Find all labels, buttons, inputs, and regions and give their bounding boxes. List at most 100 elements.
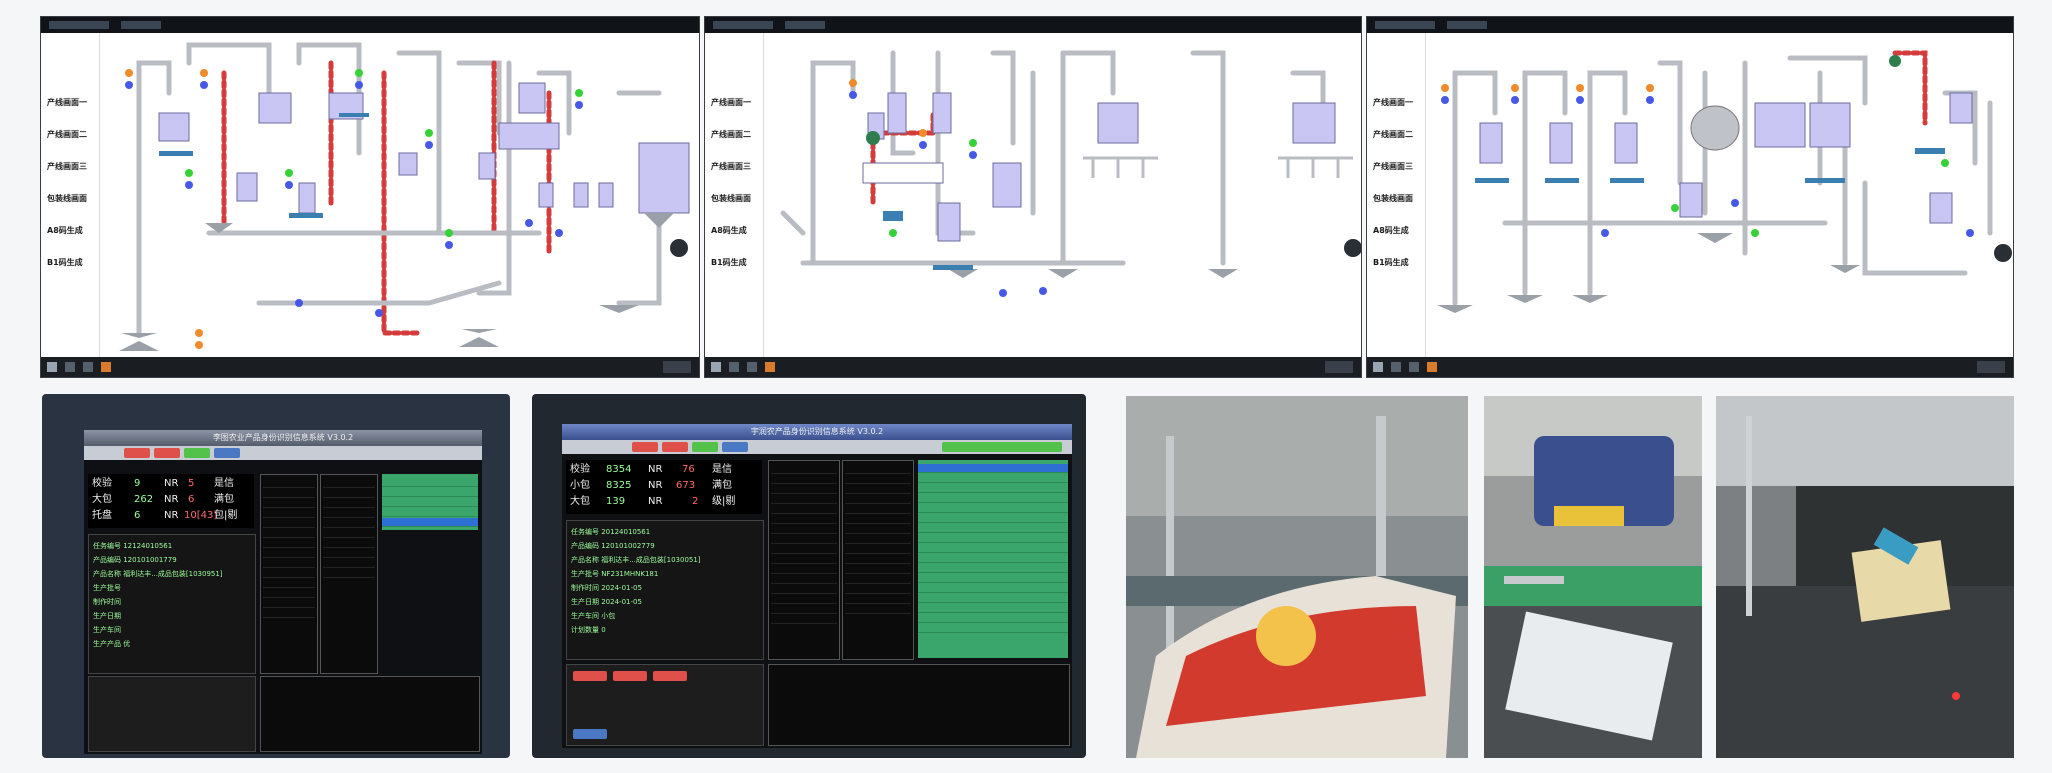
sidebar-item-packing[interactable]: 包装线画面 — [47, 194, 87, 203]
sidebar-item-a8[interactable]: A8码生成 — [47, 226, 83, 235]
green-code-list[interactable] — [382, 474, 478, 530]
log-panel — [768, 664, 1070, 746]
stat-label: 小包 — [570, 480, 590, 491]
tab-1[interactable] — [124, 448, 150, 458]
stat-value: 262 — [134, 494, 154, 505]
scada-sidebar: 产线画面一 产线画面二 产线画面三 包装线画面 A8码生成 B1码生成 — [41, 33, 100, 357]
app-icon[interactable] — [1427, 362, 1437, 372]
info-line: 产品名称 福利达丰...成品包装[1030951] — [93, 570, 223, 578]
stat-right-value: 5 — [188, 478, 195, 489]
tab-1[interactable] — [632, 442, 658, 452]
app-icon[interactable] — [1409, 362, 1419, 372]
green-code-list[interactable] — [918, 460, 1068, 658]
sidebar-item-line1[interactable]: 产线画面一 — [711, 98, 751, 107]
windows-taskbar — [1367, 357, 2013, 377]
stat-value: 9 — [134, 478, 141, 489]
search-icon[interactable] — [65, 362, 75, 372]
stat-unit: NR — [648, 480, 663, 491]
stat-right-label: 包|剔 — [214, 510, 238, 521]
search-icon[interactable] — [729, 362, 739, 372]
scada-sidebar: 产线画面一 产线画面二 产线画面三 包装线画面 A8码生成 B1码生成 — [705, 33, 764, 357]
hmi-title: 李图农业产品身份识别信息系统 V3.0.2 — [84, 430, 482, 446]
conveyor-bag-illustration — [1126, 396, 1468, 758]
stat-right-label: 满包 — [712, 480, 732, 491]
stat-right-label: 是信 — [712, 464, 732, 475]
action-button[interactable] — [653, 671, 687, 681]
code-list[interactable] — [320, 474, 378, 674]
sidebar-item-line2[interactable]: 产线画面二 — [1373, 130, 1413, 139]
app-icon[interactable] — [83, 362, 93, 372]
photo-conveyor-bag — [1126, 396, 1468, 758]
sidebar-item-line1[interactable]: 产线画面一 — [47, 98, 87, 107]
photo-sensor-belt — [1716, 396, 2014, 758]
tab-4[interactable] — [214, 448, 240, 458]
hmi-screen: 宇润农产品身份识别信息系统 V3.0.2 校验 8354 NR 76 是信 小包… — [562, 424, 1072, 748]
info-line: 计划数量 0 — [571, 626, 606, 634]
sidebar-item-a8[interactable]: A8码生成 — [1373, 226, 1409, 235]
tab-3[interactable] — [184, 448, 210, 458]
taskbar-clock — [1325, 361, 1353, 373]
windows-taskbar — [41, 357, 699, 377]
stat-label: 托盘 — [92, 510, 112, 521]
tab-5[interactable] — [942, 442, 1062, 452]
scada-screen-2: 产线画面一 产线画面二 产线画面三 包装线画面 A8码生成 B1码生成 — [704, 16, 1362, 378]
sidebar-item-line3[interactable]: 产线画面三 — [1373, 162, 1413, 171]
start-icon[interactable] — [47, 362, 57, 372]
info-line: 制作时间 — [93, 598, 121, 606]
stat-value: 8354 — [606, 464, 632, 475]
stat-label: 大包 — [570, 496, 590, 507]
action-button[interactable] — [613, 671, 647, 681]
control-panel — [88, 676, 256, 752]
tab-3[interactable] — [692, 442, 718, 452]
stat-right-value: 76 — [682, 464, 695, 475]
start-icon[interactable] — [1373, 362, 1383, 372]
info-line: 任务编号 20124010561 — [571, 528, 651, 536]
hmi-stats-panel: 校验 8354 NR 76 是信 小包 8325 NR 673 满包 大包 13… — [566, 460, 762, 514]
sidebar-item-a8[interactable]: A8码生成 — [711, 226, 747, 235]
info-line: 任务编号 12124010561 — [93, 542, 173, 550]
windows-taskbar — [705, 357, 1361, 377]
confirm-button[interactable] — [573, 729, 607, 739]
search-icon[interactable] — [1391, 362, 1401, 372]
stat-right-label: 满包 — [214, 494, 234, 505]
code-list[interactable] — [260, 474, 318, 674]
scada-screen-1: 产线画面一 产线画面二 产线画面三 包装线画面 A8码生成 B1码生成 — [40, 16, 700, 378]
stat-right-label: 是信 — [214, 478, 234, 489]
stat-value: 8325 — [606, 480, 632, 491]
tab-2[interactable] — [154, 448, 180, 458]
info-line: 生产批号 — [93, 584, 121, 592]
hmi-photo-right: 宇润农产品身份识别信息系统 V3.0.2 校验 8354 NR 76 是信 小包… — [532, 394, 1086, 758]
action-button[interactable] — [573, 671, 607, 681]
sidebar-item-line3[interactable]: 产线画面三 — [47, 162, 87, 171]
sidebar-item-line2[interactable]: 产线画面二 — [711, 130, 751, 139]
stat-unit: NR — [164, 478, 179, 489]
info-line: 生产车间 — [93, 626, 121, 634]
sidebar-item-b1[interactable]: B1码生成 — [47, 258, 83, 267]
stat-unit: NR — [648, 464, 663, 475]
scanner-package-illustration — [1484, 396, 1702, 758]
sidebar-item-packing[interactable]: 包装线画面 — [1373, 194, 1413, 203]
tab-4[interactable] — [722, 442, 748, 452]
sidebar-item-line1[interactable]: 产线画面一 — [1373, 98, 1413, 107]
sidebar-item-line2[interactable]: 产线画面二 — [47, 130, 87, 139]
code-list[interactable] — [768, 460, 840, 660]
hmi-title: 宇润农产品身份识别信息系统 V3.0.2 — [562, 424, 1072, 440]
start-icon[interactable] — [711, 362, 721, 372]
sidebar-item-line3[interactable]: 产线画面三 — [711, 162, 751, 171]
info-line: 生产产品 优 — [93, 640, 131, 648]
app-icon[interactable] — [101, 362, 111, 372]
info-line: 制作时间 2024-01-05 — [571, 584, 642, 592]
sidebar-item-packing[interactable]: 包装线画面 — [711, 194, 751, 203]
code-list[interactable] — [842, 460, 914, 660]
hmi-tabbar — [562, 440, 1072, 454]
tab-2[interactable] — [662, 442, 688, 452]
stat-unit: NR — [164, 510, 179, 521]
sidebar-item-b1[interactable]: B1码生成 — [711, 258, 747, 267]
app-icon[interactable] — [765, 362, 775, 372]
sidebar-item-b1[interactable]: B1码生成 — [1373, 258, 1409, 267]
stat-right-value: 10[43] — [184, 510, 218, 521]
stat-label: 校验 — [570, 464, 590, 475]
window-titlebar — [705, 17, 1361, 33]
hmi-stats-panel: 校验 9 NR 5 是信 大包 262 NR 6 满包 托盘 6 NR 10[4… — [88, 474, 254, 528]
app-icon[interactable] — [747, 362, 757, 372]
